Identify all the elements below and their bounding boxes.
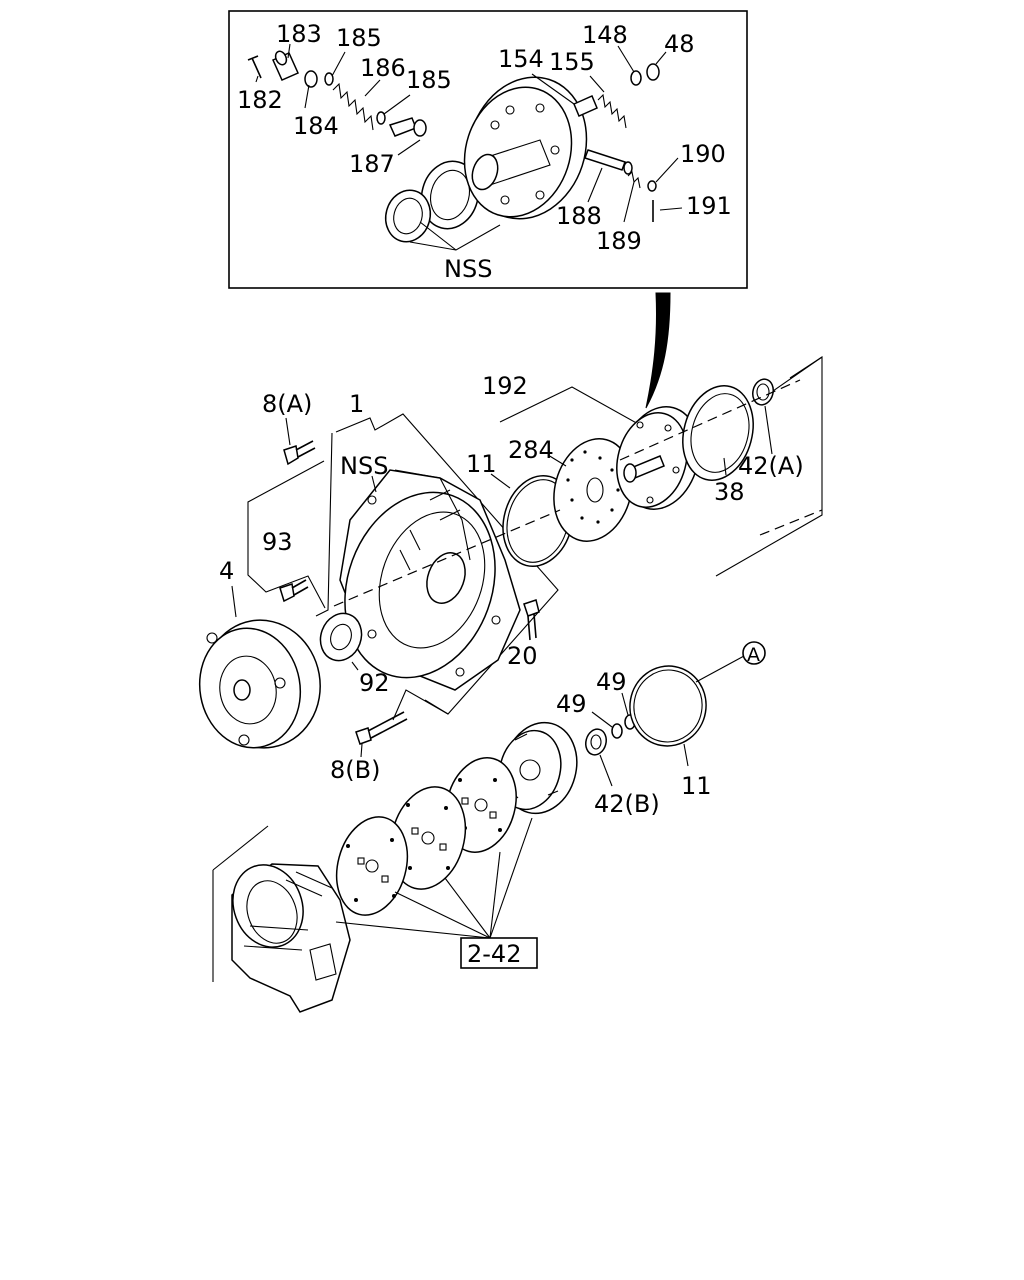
seal-92-icon: [319, 612, 363, 662]
gasket-38-icon: [682, 385, 754, 481]
bolt-93-icon: [279, 579, 309, 603]
snap-ring-48-icon: [646, 63, 660, 81]
label-8a: 8(A): [262, 390, 312, 418]
leader-92: [351, 661, 359, 671]
label-42a: 42(A): [738, 452, 804, 480]
label-182: 182: [237, 86, 283, 114]
leader-4: [231, 585, 237, 618]
spring-189-icon: [627, 170, 641, 189]
label-191: 191: [686, 192, 732, 220]
valve-188-icon: [584, 149, 633, 175]
reference-box[interactable]: [460, 937, 538, 969]
inset-frame: [228, 10, 748, 289]
label-155: 155: [549, 48, 595, 76]
ring-185-icon: [324, 72, 334, 86]
label-154: 154: [498, 45, 544, 73]
axis-line: [333, 509, 561, 607]
axis-line-b: [619, 379, 801, 461]
bolt-8a-icon: [283, 440, 316, 466]
leader-42b: [599, 754, 613, 787]
o-ring-11-lower-icon: [629, 665, 707, 747]
detail-arrow-icon: [645, 292, 671, 409]
leader-11-upper: [490, 473, 511, 489]
leader-49a: [591, 711, 613, 728]
label-187: 187: [349, 150, 395, 178]
label-93: 93: [262, 528, 293, 556]
label-185: 185: [336, 24, 382, 52]
label-190: 190: [680, 140, 726, 168]
label-38: 38: [714, 478, 745, 506]
label-48: 48: [664, 30, 695, 58]
plug-190-icon: [647, 180, 657, 192]
oil-pump-detail-icon: [463, 76, 588, 220]
ring-148-icon: [630, 70, 642, 86]
label-148: 148: [582, 21, 628, 49]
bolt-20-icon: [523, 599, 540, 641]
inset-leaders: [255, 43, 683, 251]
callout-a-letter: A: [747, 644, 760, 666]
label-11-upper: 11: [466, 450, 497, 478]
inset-detail: 183 185 186 185 182 184 187 148 48 154 1…: [228, 10, 748, 289]
reference-leaders: [335, 817, 533, 939]
label-185-b: 185: [406, 66, 452, 94]
case-top-line: [212, 825, 269, 871]
washer-184-icon: [304, 70, 318, 88]
label-8b: 8(B): [330, 756, 380, 784]
label-20: 20: [507, 642, 538, 670]
leader-38: [723, 457, 727, 476]
ring-185b-icon: [376, 111, 386, 125]
label-42b: 42(B): [594, 790, 660, 818]
callout-a: A: [695, 641, 766, 683]
leader-8b: [360, 743, 363, 758]
leader-49b: [621, 692, 629, 716]
label-11-lower: 11: [681, 772, 712, 800]
label-186: 186: [360, 54, 406, 82]
label-284: 284: [508, 436, 554, 464]
flex-plate-1-icon: [335, 816, 409, 916]
leader-8b-group: [392, 689, 449, 721]
label-184: 184: [293, 112, 339, 140]
converter-housing-icon: [339, 469, 521, 691]
bolt-8b-icon: [355, 711, 408, 745]
spring-186-icon: [332, 82, 374, 131]
leader-284: [547, 454, 567, 467]
transmission-case-icon: [231, 863, 351, 1013]
leader-42a: [764, 405, 773, 455]
main-assembly: A: [198, 355, 823, 1013]
label-4: 4: [219, 557, 234, 585]
pin-182-icon: [247, 55, 262, 79]
spring-155-icon: [597, 93, 627, 129]
leader-8a: [285, 417, 291, 446]
label-183: 183: [276, 20, 322, 48]
valve-187-icon: [388, 117, 427, 137]
label-1: 1: [349, 390, 364, 418]
seal-ring-nss-icon: [384, 160, 480, 243]
label-nss-inset: NSS: [444, 255, 492, 283]
valve-154-icon: [573, 95, 598, 117]
label-nss-main: NSS: [340, 452, 388, 480]
ring-42b-icon: [585, 728, 607, 756]
reference-box-label[interactable]: 2-42: [467, 940, 521, 968]
leader-nss-main: [371, 475, 377, 493]
label-192: 192: [482, 372, 528, 400]
label-49-b: 49: [596, 668, 627, 696]
leader-11-lower: [683, 743, 689, 767]
label-92: 92: [359, 669, 390, 697]
label-49-a: 49: [556, 690, 587, 718]
ring-49a-icon: [611, 723, 623, 739]
torque-converter-icon: [198, 619, 321, 749]
label-189: 189: [596, 227, 642, 255]
plug-183-icon: [272, 50, 299, 81]
oil-pump-icon: [616, 406, 700, 510]
label-188: 188: [556, 202, 602, 230]
axis-line-c: [759, 509, 823, 536]
